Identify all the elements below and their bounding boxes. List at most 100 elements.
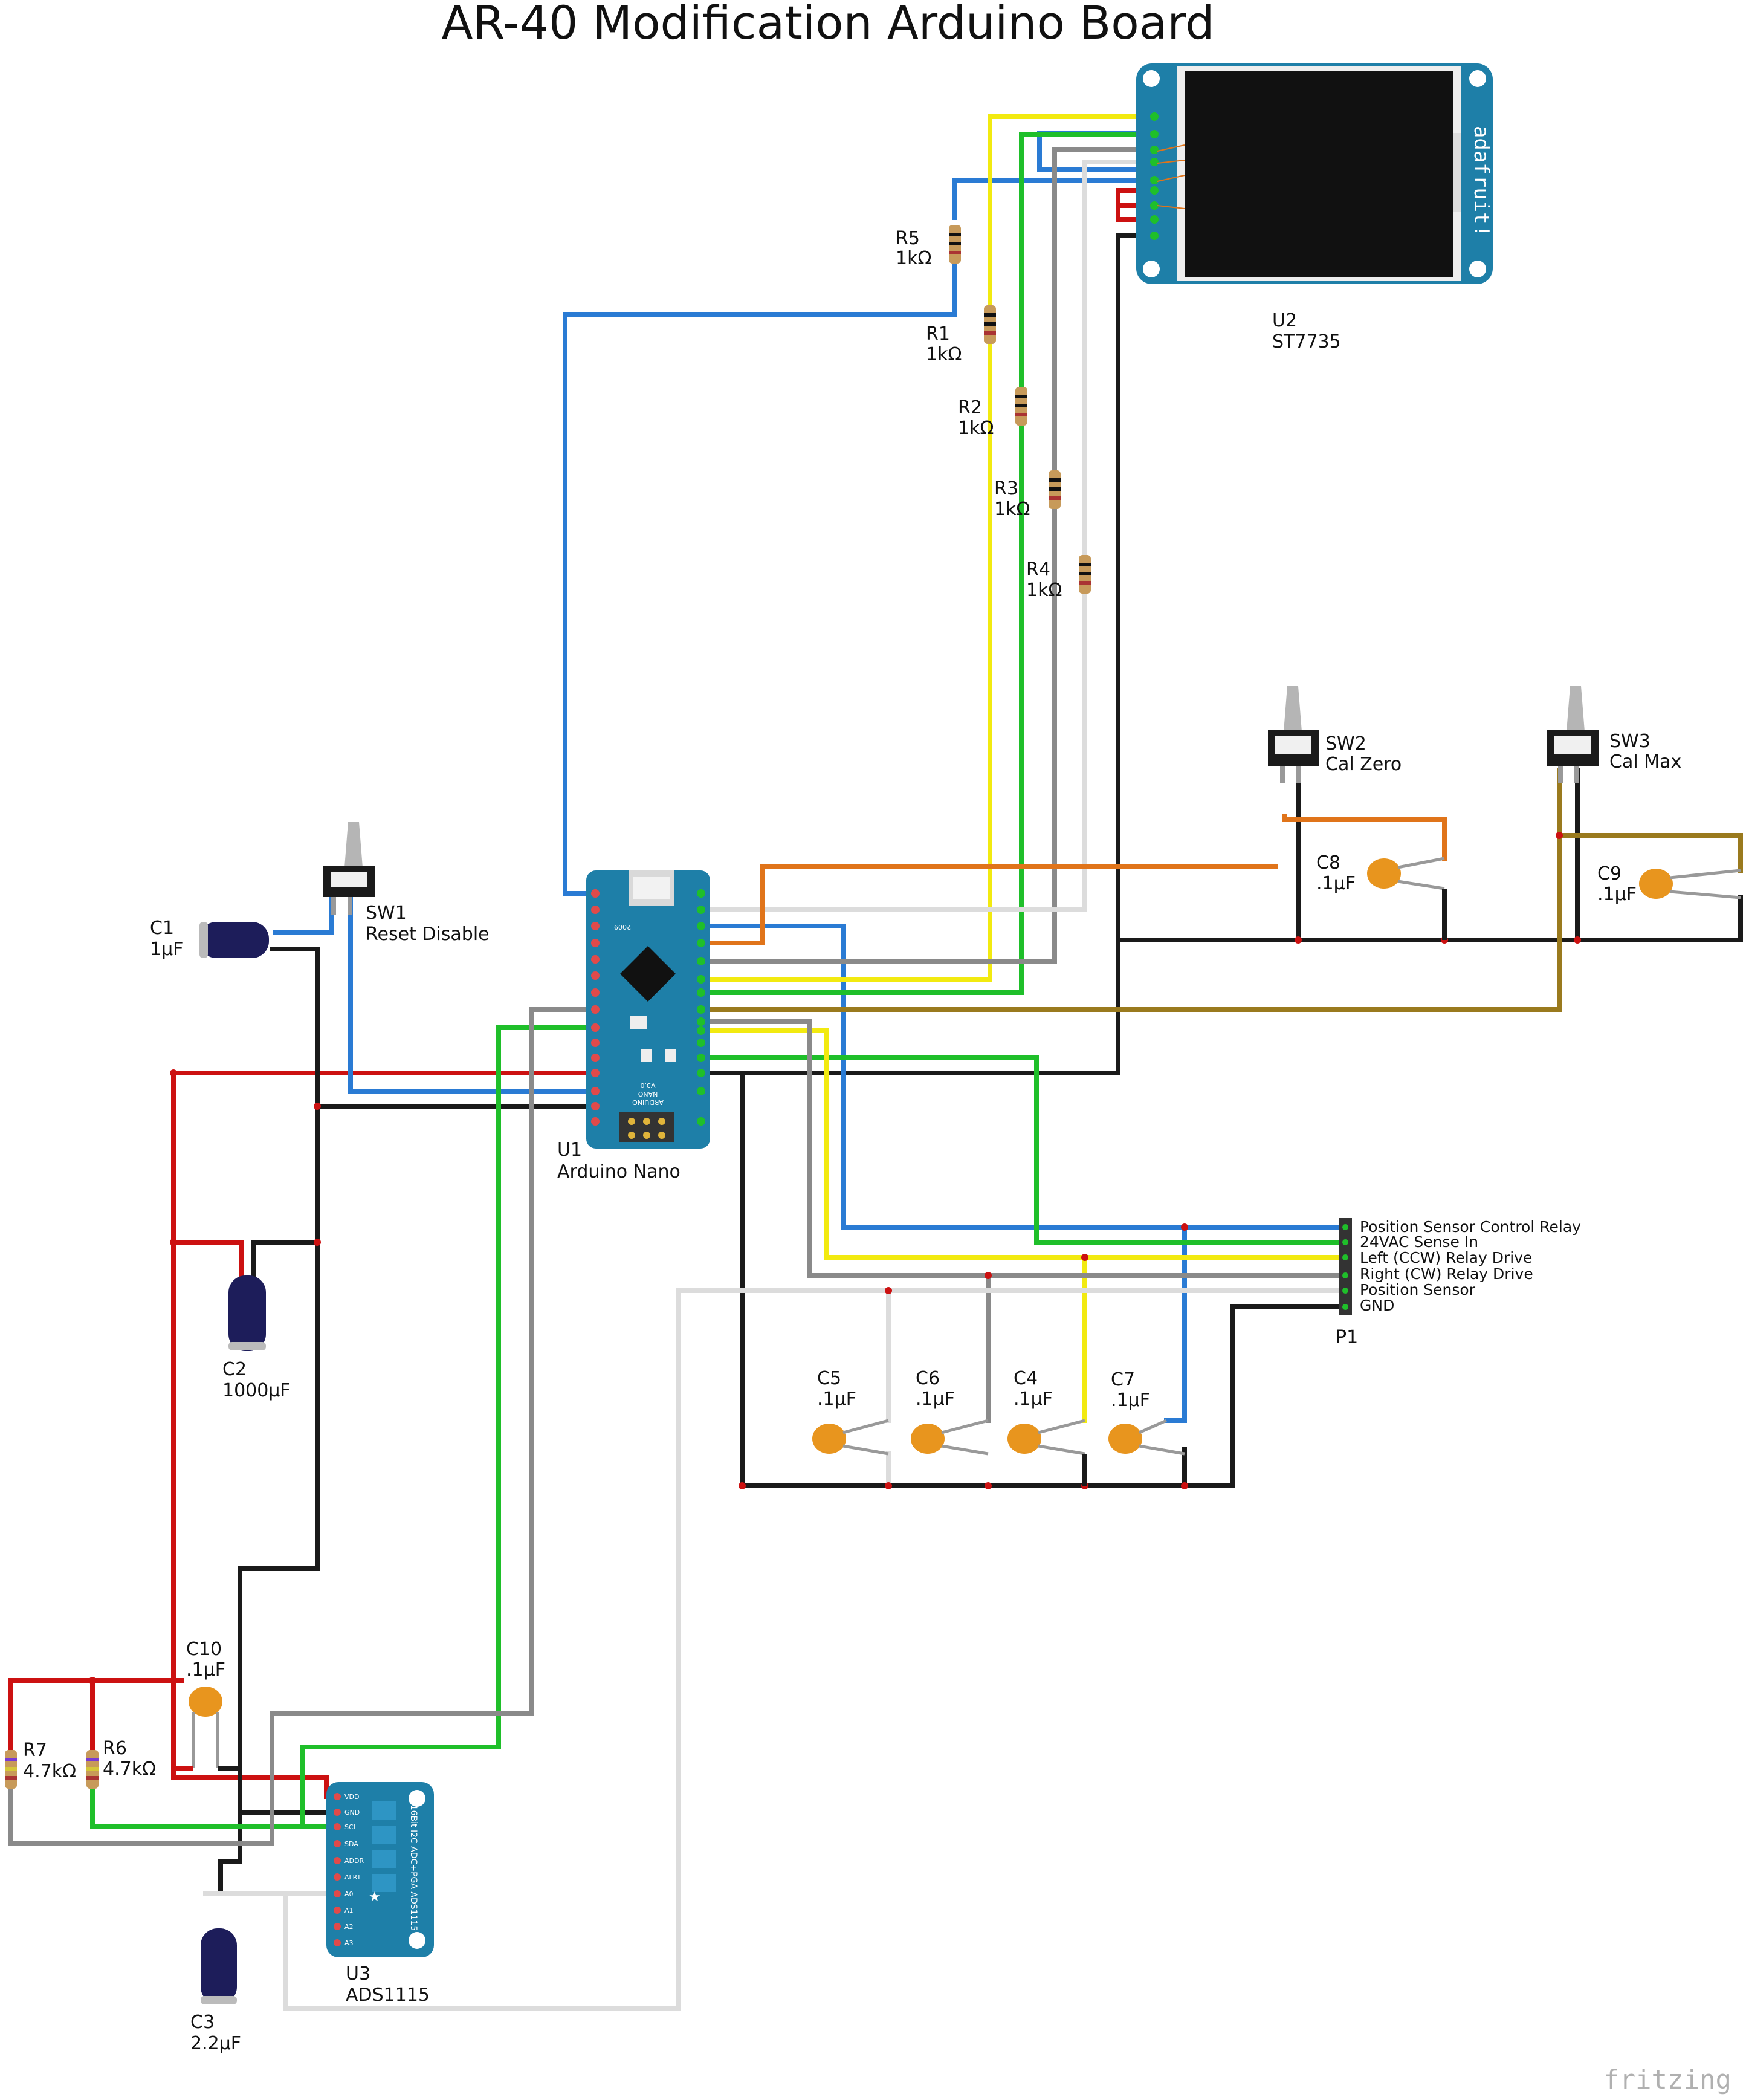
c2-value-label: 1000µF	[222, 1380, 291, 1401]
sw3-ref-label: SW3	[1609, 731, 1651, 752]
wires	[8, 114, 1743, 2011]
c10-ref-label: C10	[186, 1639, 222, 1660]
diagram-title: AR-40 Modification Arduino Board	[441, 0, 1214, 50]
r6-value-label: 4.7kΩ	[103, 1758, 156, 1780]
p1-pin-4-label: Right (CW) Relay Drive	[1360, 1265, 1533, 1283]
wire-gray	[8, 147, 1347, 1846]
ads-pin-a2: A2	[344, 1923, 354, 1931]
p1-pin-2-label: 24VAC Sense In	[1360, 1233, 1478, 1251]
r5-ref-label: R5	[896, 228, 920, 249]
p1-pin-labels: Position Sensor Control Relay 24VAC Sens…	[1360, 1218, 1581, 1314]
ads-pin-a3: A3	[344, 1939, 354, 1947]
resistor-r3	[1049, 470, 1061, 509]
ads1115-board-text: 16Bit I2C ADC+PGA ADS1115	[409, 1805, 418, 1931]
u3-ads1115: 16Bit I2C ADC+PGA ADS1115 ★ VDD GND SCL …	[326, 1782, 434, 1957]
r6-ref-label: R6	[103, 1738, 127, 1759]
capacitor-c8	[1367, 857, 1447, 940]
adafruit-brand-text: adafruit!	[1469, 126, 1493, 237]
capacitor-c4	[1007, 1419, 1087, 1486]
ads-pin-vdd: VDD	[344, 1793, 359, 1801]
sw2-ref-label: SW2	[1325, 733, 1366, 754]
resistor-r7	[5, 1750, 17, 1789]
sw2-name-label: Cal Zero	[1325, 754, 1402, 775]
nano-board-text-2: NANO	[638, 1090, 658, 1098]
wire-green	[90, 132, 1347, 1829]
c6-ref-label: C6	[916, 1368, 940, 1389]
c1-ref-label: C1	[150, 918, 174, 939]
junctions	[89, 832, 1581, 1684]
capacitor-c3	[201, 1928, 237, 2004]
display-pins	[1150, 112, 1159, 240]
c3-value-label: 2.2µF	[190, 2033, 241, 2054]
ads-pin-scl: SCL	[344, 1823, 358, 1831]
r7-ref-label: R7	[23, 1740, 47, 1761]
capacitor-c5	[812, 1419, 889, 1456]
component-labels: U2 ST7735 R5 1kΩ R1 1kΩ R2 1kΩ R3 1kΩ R4…	[23, 228, 1681, 2054]
p1-pin-3-label: Left (CCW) Relay Drive	[1360, 1249, 1532, 1266]
resistor-r4	[1079, 555, 1091, 594]
r3-value-label: 1kΩ	[994, 499, 1030, 520]
ceramic-capacitors	[173, 857, 1741, 1771]
c8-ref-label: C8	[1316, 852, 1340, 873]
c5-ref-label: C5	[817, 1368, 841, 1389]
nano-right-pins	[697, 889, 705, 1126]
c9-ref-label: C9	[1597, 863, 1622, 884]
toggle-switches	[323, 686, 1599, 915]
sw3-name-label: Cal Max	[1609, 751, 1681, 773]
c10-value-label: .1µF	[186, 1659, 225, 1680]
wire-white	[203, 160, 1347, 2011]
c7-ref-label: C7	[1111, 1369, 1135, 1390]
u2-ref-label: U2	[1272, 310, 1297, 331]
capacitor-c1	[199, 922, 269, 958]
u3-name-label: ADS1115	[346, 1985, 430, 2006]
r1-value-label: 1kΩ	[926, 344, 962, 365]
nano-board-text-4: 2009	[614, 923, 631, 931]
u2-name-label: ST7735	[1272, 331, 1341, 352]
ads-pin-a0: A0	[344, 1890, 354, 1898]
c4-value-label: .1µF	[1014, 1389, 1053, 1410]
wire-orange	[699, 814, 1447, 945]
r4-value-label: 1kΩ	[1026, 580, 1062, 601]
switch-sw1	[323, 822, 375, 915]
fritzing-watermark: fritzing	[1603, 2064, 1731, 2095]
nano-left-pins	[591, 889, 600, 1126]
u1-arduino-nano: ARDUINO NANO V3.0 2009	[586, 870, 710, 1149]
p1-pin-5-label: Position Sensor	[1360, 1281, 1476, 1298]
p1-ref-label: P1	[1336, 1327, 1358, 1348]
p1-connector	[1339, 1218, 1352, 1315]
capacitor-c9	[1639, 869, 1741, 899]
u2-display-module: adafruit!	[1136, 63, 1493, 284]
ads-star-glyph: ★	[369, 1890, 381, 1905]
ads1115-pins	[334, 1793, 341, 1946]
ads-pin-alrt: ALRT	[344, 1873, 361, 1881]
electrolytic-capacitors	[199, 922, 269, 2004]
nano-board-text-1: ARDUINO	[632, 1098, 664, 1106]
sw1-name-label: Reset Disable	[366, 924, 490, 945]
resistor-r5	[949, 225, 961, 264]
r3-ref-label: R3	[994, 478, 1018, 499]
u1-ref-label: U1	[557, 1139, 582, 1161]
ads-pin-sda: SDA	[344, 1840, 358, 1848]
c7-value-label: .1µF	[1111, 1390, 1150, 1411]
resistor-r6	[86, 1750, 99, 1789]
capacitor-c7	[1108, 1419, 1185, 1456]
ads-pin-gnd: GND	[344, 1809, 360, 1816]
r1-ref-label: R1	[926, 323, 950, 345]
p1-pin-6-label: GND	[1360, 1297, 1394, 1314]
wire-olive	[699, 768, 1743, 1012]
wire-black	[218, 233, 1743, 1894]
capacitor-c2	[228, 1275, 266, 1351]
switch-sw3	[1547, 686, 1599, 783]
resistors	[5, 225, 1091, 1789]
c6-value-label: .1µF	[916, 1389, 955, 1410]
switch-sw2	[1268, 686, 1319, 783]
r7-value-label: 4.7kΩ	[23, 1761, 76, 1782]
nano-board-text-3: V3.0	[640, 1081, 655, 1089]
c2-ref-label: C2	[222, 1359, 247, 1380]
r2-value-label: 1kΩ	[958, 418, 994, 439]
c5-value-label: .1µF	[817, 1389, 856, 1410]
r4-ref-label: R4	[1026, 559, 1050, 580]
c8-value-label: .1µF	[1316, 873, 1356, 894]
c4-ref-label: C4	[1014, 1368, 1038, 1389]
